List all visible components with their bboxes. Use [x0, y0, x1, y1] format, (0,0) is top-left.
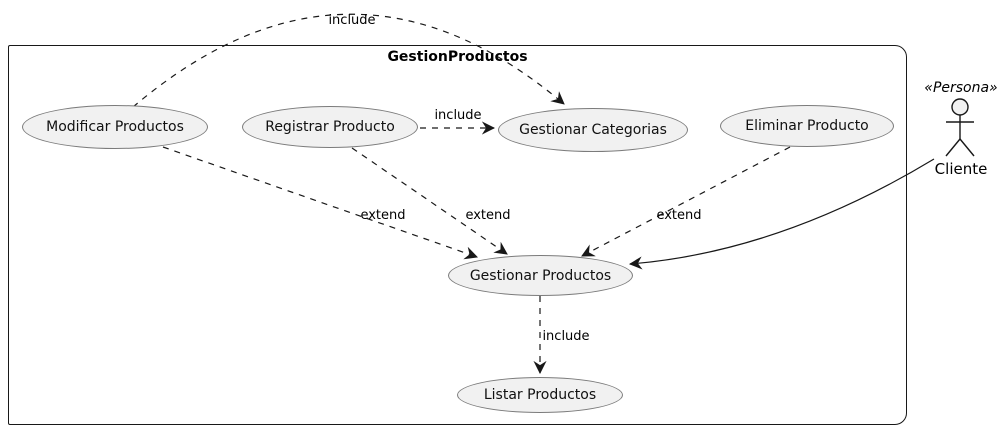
usecase-registrar-producto: Registrar Producto	[242, 106, 418, 148]
system-boundary	[8, 45, 907, 425]
actor-name: Cliente	[934, 160, 988, 178]
edge-label-extend-modificar: extend	[360, 208, 406, 223]
usecase-modificar-productos: Modificar Productos	[22, 105, 208, 149]
usecase-label: Modificar Productos	[46, 119, 184, 135]
actor-stereotype: «Persona»	[924, 80, 998, 96]
usecase-gestionar-productos: Gestionar Productos	[448, 255, 633, 296]
edge-association-cliente-gestionar	[628, 158, 935, 270]
edge-label-include-mid: include	[434, 108, 482, 123]
usecase-label: Eliminar Producto	[745, 118, 869, 134]
actor-icon	[945, 98, 975, 157]
usecase-eliminar-producto: Eliminar Producto	[720, 105, 894, 147]
edge-extend-modificar-gestionar	[162, 146, 478, 260]
edge-extend-registrar-gestionar	[351, 147, 508, 255]
boundary-title: GestionProductos	[387, 49, 528, 65]
usecase-label: Registrar Producto	[265, 119, 395, 135]
usecase-label: Listar Productos	[483, 387, 597, 403]
usecase-label: Gestionar Productos	[469, 267, 612, 284]
edge-include-modificar-categorias	[132, 13, 565, 108]
edge-label-include-bottom: include	[542, 329, 590, 344]
edge-label-include-top: include	[328, 13, 376, 28]
usecase-label: Gestionar Categorias	[519, 122, 667, 138]
edge-extend-eliminar-gestionar	[581, 146, 791, 257]
edge-label-extend-eliminar: extend	[656, 208, 702, 223]
usecase-listar-productos: Listar Productos	[457, 377, 623, 413]
usecase-gestionar-categorias: Gestionar Categorias	[498, 108, 688, 152]
edge-label-extend-registrar: extend	[465, 208, 511, 223]
